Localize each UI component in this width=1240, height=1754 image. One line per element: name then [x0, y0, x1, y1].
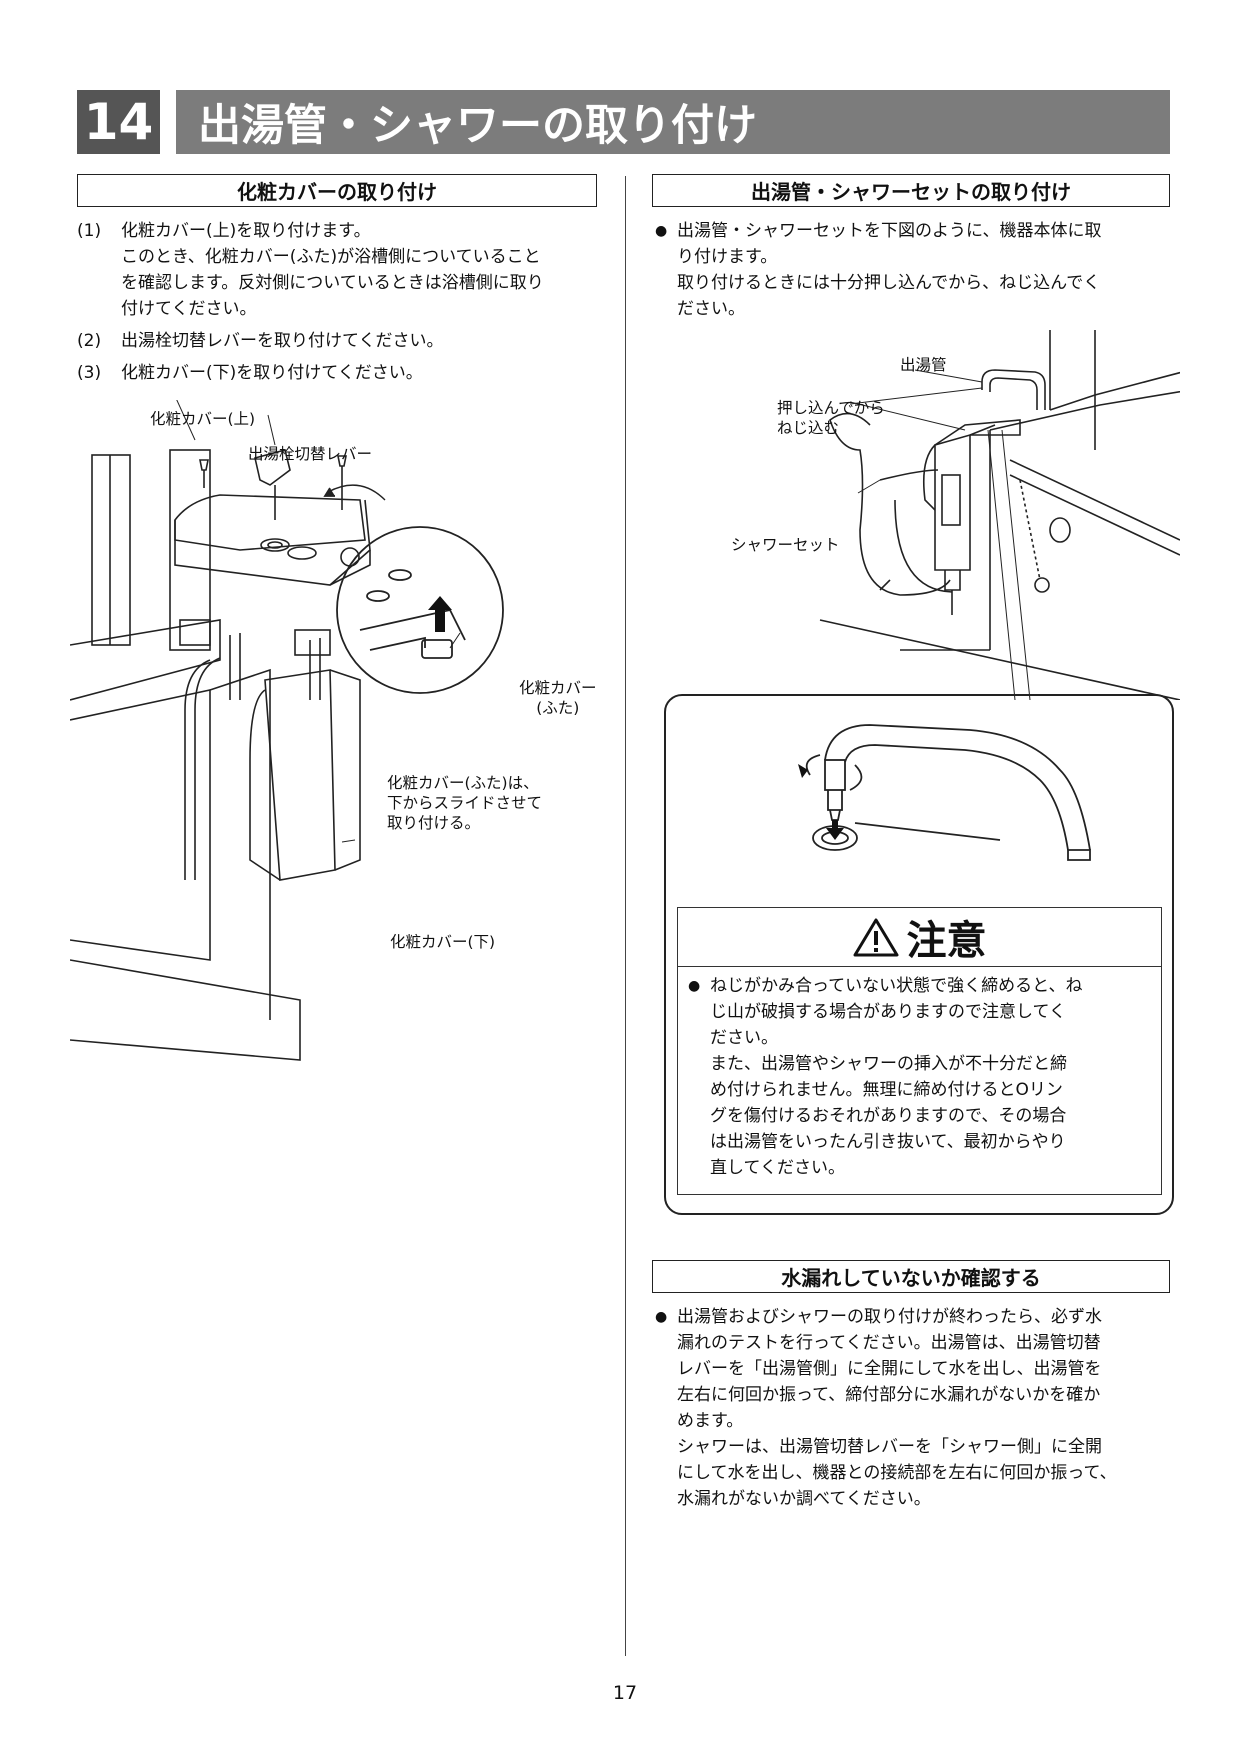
note-line: 化粧カバー(ふた)は、 — [387, 774, 539, 792]
label-push-line: 押し込んでから — [777, 399, 885, 417]
instruction-line: 水漏れがないか調べてください。 — [677, 1489, 931, 1509]
label-lid: 化粧カバー (ふた) — [519, 678, 597, 718]
page-number: 17 — [612, 1682, 638, 1704]
instruction-line: 出湯管およびシャワーの取り付けが終わったら、必ず水 — [677, 1307, 1102, 1327]
label-lower-cover: 化粧カバー(下) — [390, 933, 496, 951]
step-number: (1) — [77, 221, 102, 241]
instruction-line: シャワーは、出湯管切替レバーを「シャワー側」に全開 — [677, 1437, 1102, 1457]
step-line: 化粧カバー(上)を取り付けます。 — [121, 221, 371, 241]
bullet-icon: ● — [655, 223, 668, 239]
caution-box — [677, 907, 1162, 1195]
label-spout: 出湯管 — [900, 356, 947, 374]
caution-line: 直してください。 — [710, 1158, 845, 1178]
caution-line: グを傷付けるおそれがありますので、その場合 — [710, 1106, 1067, 1126]
instruction-line: 取り付けるときには十分押し込んでから、ねじ込んでく — [677, 273, 1101, 293]
caution-line: は出湯管をいったん引き抜いて、最初からやり — [710, 1132, 1066, 1152]
label-lid-line: (ふた) — [536, 699, 580, 717]
spout-shower-illustration — [819, 330, 1180, 700]
caution-line: じ山が破損する場合がありますので注意してく — [710, 1002, 1066, 1022]
page-title: 出湯管・シャワーの取り付け — [176, 90, 1170, 154]
instruction-line: ださい。 — [677, 299, 745, 319]
cover-steps: (1) 化粧カバー(上)を取り付けます。 このとき、化粧カバー(ふた)が浴槽側に… — [77, 218, 607, 386]
instruction-line: 出湯管・シャワーセットを下図のように、機器本体に取 — [677, 221, 1102, 241]
caution-panel — [664, 694, 1174, 1215]
instruction-line: 漏れのテストを行ってください。出湯管は、出湯管切替 — [677, 1333, 1101, 1353]
section-title-leak-check: 水漏れしていないか確認する — [652, 1260, 1170, 1293]
step-1: (1) 化粧カバー(上)を取り付けます。 このとき、化粧カバー(ふた)が浴槽側に… — [77, 218, 607, 322]
step-3: (3) 化粧カバー(下)を取り付けてください。 — [77, 360, 607, 386]
label-lid-note: 化粧カバー(ふた)は、 下からスライドさせて 取り付ける。 — [387, 773, 542, 833]
bullet-icon: ● — [655, 1309, 668, 1325]
section-title-spout: 出湯管・シャワーセットの取り付け — [652, 174, 1170, 207]
step-line: このとき、化粧カバー(ふた)が浴槽側についていること — [121, 247, 541, 267]
bullet-icon: ● — [688, 978, 701, 994]
column-divider — [625, 176, 626, 1656]
step-line: 化粧カバー(下)を取り付けてください。 — [121, 363, 423, 383]
caution-title: 注意 — [906, 917, 987, 964]
caution-line: ねじがかみ合っていない状態で強く締めると、ね — [710, 976, 1083, 996]
leak-check-instructions: ● 出湯管およびシャワーの取り付けが終わったら、必ず水 漏れのテストを行ってくだ… — [655, 1304, 1175, 1512]
cover-installation-illustration — [70, 400, 504, 1061]
step-line: 付けてください。 — [121, 299, 257, 319]
section-number: 14 — [77, 90, 160, 154]
caution-line: め付けられません。無理に締め付けるとOリン — [710, 1080, 1063, 1100]
step-number: (2) — [77, 331, 102, 351]
step-number: (3) — [77, 363, 102, 383]
label-lid-line: 化粧カバー — [519, 679, 597, 697]
step-2: (2) 出湯栓切替レバーを取り付けてください。 — [77, 328, 607, 354]
label-push-line: ねじ込む — [777, 419, 840, 437]
instruction-line: にして水を出し、機器との接続部を左右に何回か振って、 — [677, 1463, 1117, 1483]
warning-icon — [853, 918, 898, 956]
instruction-line: 左右に何回か振って、締付部分に水漏れがないかを確か — [677, 1385, 1101, 1405]
instruction-line: り付けます。 — [677, 247, 778, 267]
caution-line: ださい。 — [710, 1028, 778, 1048]
label-lever: 出湯栓切替レバー — [248, 445, 373, 463]
section-title-cover: 化粧カバーの取り付け — [77, 174, 597, 207]
instruction-line: めます。 — [677, 1411, 744, 1431]
step-line: を確認します。反対側についているときは浴槽側に取り — [121, 273, 544, 293]
label-upper-cover: 化粧カバー(上) — [150, 410, 256, 428]
spout-closeup-illustration — [798, 724, 1091, 861]
caution-header: 注意 — [677, 907, 1162, 967]
instruction-line: レバーを「出湯管側」に全開にして水を出し、出湯管を — [677, 1359, 1102, 1379]
note-line: 下からスライドさせて — [387, 794, 543, 812]
caution-line: また、出湯管やシャワーの挿入が不十分だと締 — [710, 1054, 1067, 1074]
caution-text: ● ねじがかみ合っていない状態で強く締めると、ね じ山が破損する場合がありますの… — [688, 973, 1158, 1181]
label-push-screw: 押し込んでから ねじ込む — [777, 398, 885, 438]
note-line: 取り付ける。 — [387, 814, 481, 832]
label-shower-set: シャワーセット — [731, 536, 840, 554]
step-line: 出湯栓切替レバーを取り付けてください。 — [121, 331, 444, 351]
spout-instructions: ● 出湯管・シャワーセットを下図のように、機器本体に取 り付けます。 取り付ける… — [655, 218, 1175, 322]
